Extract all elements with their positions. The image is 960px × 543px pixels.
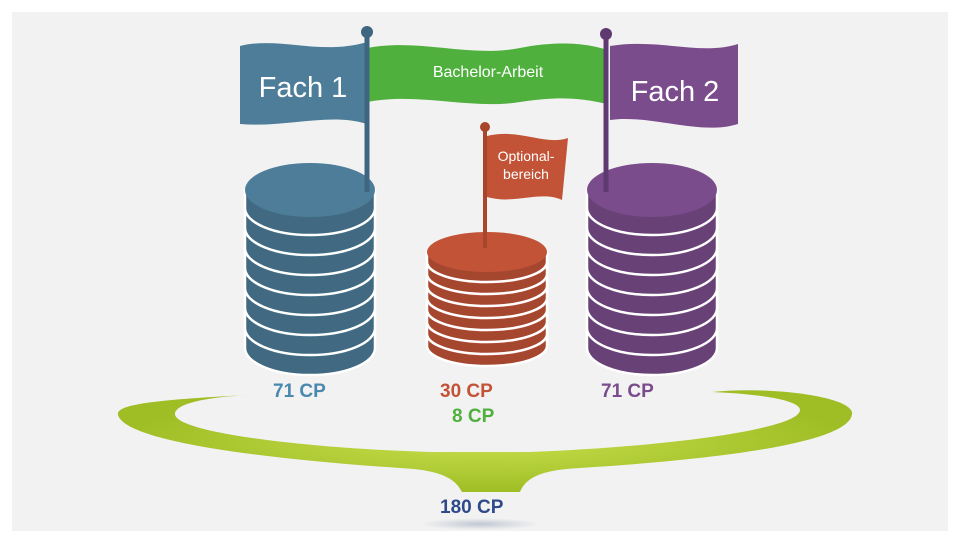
optional-disc-top	[427, 232, 547, 272]
optional-flag-label-line2: bereich	[503, 166, 549, 182]
fach2-flag	[610, 43, 738, 128]
bachelor-flag	[367, 43, 607, 105]
fach1-flag	[240, 42, 367, 125]
fach2-disc-top	[587, 163, 717, 217]
fach1-stack	[243, 163, 377, 377]
fach2-credits: 71 CP	[601, 381, 654, 402]
fach2-stack	[585, 163, 719, 377]
fach2-flag-label: Fach 2	[630, 76, 720, 108]
bachelor-credits: 8 CP	[452, 406, 495, 427]
bachelor-flag-label: Bachelor-Arbeit	[432, 64, 544, 81]
total-credits: 180 CP	[440, 497, 504, 518]
fach1-pole-knob	[361, 26, 373, 38]
fach1-credits: 71 CP	[273, 381, 326, 402]
optional-credits: 30 CP	[440, 381, 493, 402]
fach1-disc-top	[245, 163, 375, 217]
total-arc	[117, 390, 853, 492]
optional-stack	[425, 232, 549, 368]
optional-flag-label-line1: Optional-	[497, 148, 555, 164]
total-shadow	[420, 518, 540, 530]
optional-pole-knob	[480, 122, 490, 132]
fach2-pole-knob	[600, 28, 612, 40]
optional-flag	[487, 133, 568, 200]
fach1-flag-label: Fach 1	[258, 72, 348, 104]
